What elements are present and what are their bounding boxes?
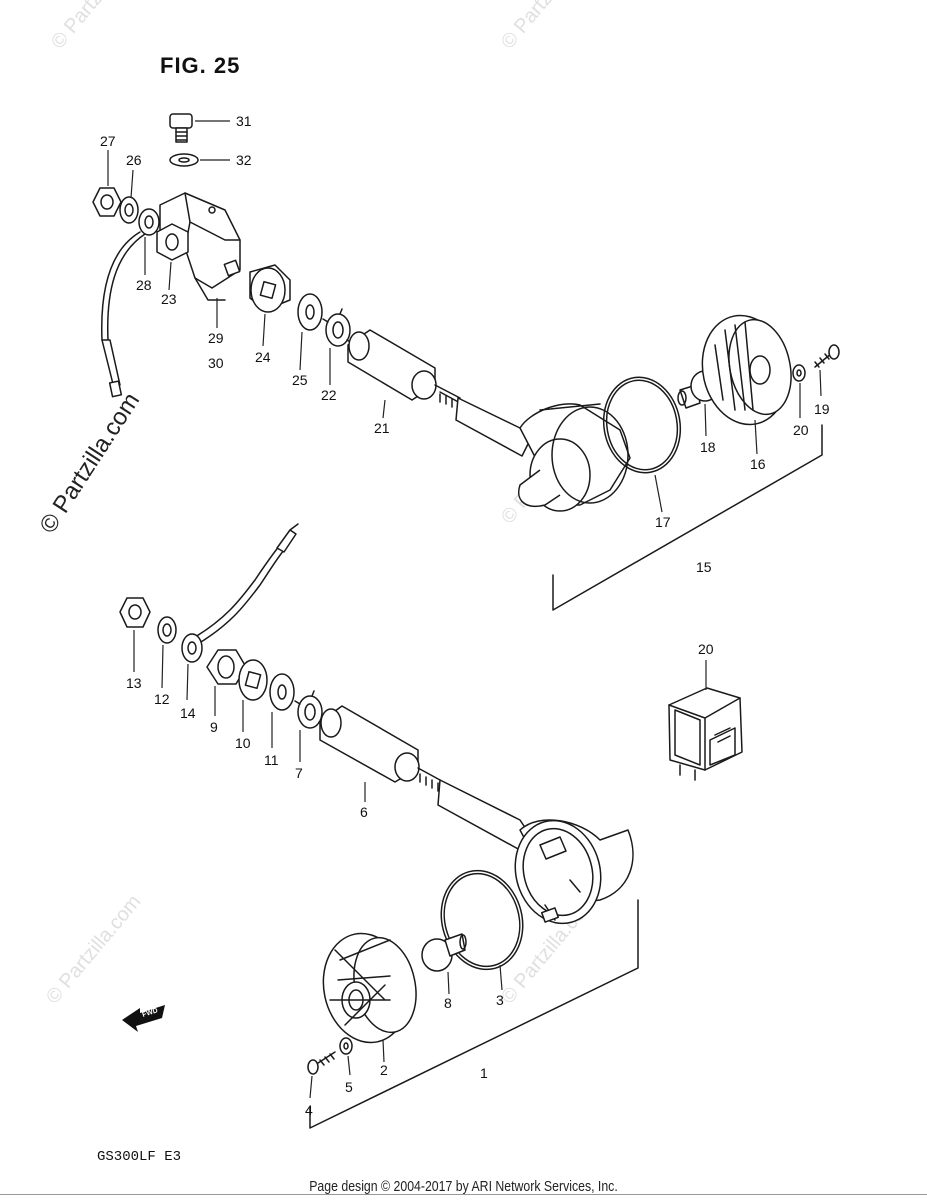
gasket-17	[602, 376, 682, 513]
stem-21	[347, 329, 531, 457]
damper-10	[238, 659, 268, 732]
callout-19: 19	[814, 401, 830, 417]
footer-copyright: Page design © 2004-2017 by ARI Network S…	[309, 1178, 618, 1195]
washer-11	[269, 673, 295, 748]
callout-17: 17	[655, 514, 671, 530]
washer-26	[119, 169, 139, 224]
callout-8: 8	[444, 995, 452, 1011]
callout-3: 3	[496, 992, 504, 1008]
watermark-faint: © Partzilla.com	[497, 0, 600, 53]
bulb-8	[421, 933, 467, 995]
callout-10: 10	[235, 735, 251, 751]
callout-27: 27	[100, 133, 116, 149]
nut-9	[206, 649, 247, 716]
callout-31: 31	[236, 113, 252, 129]
callout-22: 22	[321, 387, 337, 403]
callout-4: 4	[305, 1102, 313, 1118]
model-code: GS300LF E3	[97, 1149, 181, 1165]
washer-32	[169, 153, 230, 167]
lens-housing-lower	[514, 819, 634, 925]
assembly-bracket-15	[552, 424, 823, 611]
screw-4	[307, 1051, 336, 1099]
lens-2	[322, 932, 417, 1063]
callout-16: 16	[750, 456, 766, 472]
callout-29: 29	[208, 330, 224, 346]
washer-25	[297, 293, 323, 371]
callout-21: 21	[374, 420, 390, 436]
nut-27	[92, 150, 122, 217]
stem-6	[319, 705, 531, 851]
washer-5	[339, 1037, 353, 1076]
wire-terminal-28	[101, 208, 160, 398]
callout-20-upper: 20	[793, 422, 809, 438]
callout-20-relay: 20	[698, 641, 714, 657]
callout-32: 32	[236, 152, 252, 168]
callout-14: 14	[180, 705, 196, 721]
callout-11: 11	[264, 752, 279, 768]
washer-12	[157, 616, 177, 689]
callout-2: 2	[380, 1062, 388, 1078]
callout-1: 1	[480, 1065, 488, 1081]
callout-23: 23	[161, 291, 177, 307]
callout-15: 15	[696, 559, 712, 575]
damper-24	[249, 264, 291, 347]
lens-housing-upper	[518, 403, 631, 512]
callout-26: 26	[126, 152, 142, 168]
callout-18: 18	[700, 439, 716, 455]
callout-13: 13	[126, 675, 142, 691]
watermark-main: © Partzilla.com	[34, 388, 145, 538]
wire-terminal-14	[181, 523, 299, 701]
upper-turn-signal-assembly	[92, 113, 840, 611]
callout-25: 25	[292, 372, 308, 388]
callout-5: 5	[345, 1079, 353, 1095]
relay-20	[668, 660, 743, 781]
fwd-label: FWD	[141, 1007, 158, 1019]
washer-20-upper	[792, 364, 806, 418]
bolt-31	[169, 113, 230, 143]
callout-12: 12	[154, 691, 170, 707]
callout-24: 24	[255, 349, 271, 365]
gasket-3	[440, 869, 524, 991]
assembly-bracket-1	[309, 899, 639, 1129]
callout-labels: 31 32 27 26 28 23 29 30 24 25 22 21 17 1…	[100, 113, 830, 1118]
callout-30: 30	[208, 355, 224, 371]
callout-9: 9	[210, 719, 218, 735]
nut-13	[119, 597, 151, 672]
fwd-arrow-icon: FWD	[122, 1005, 165, 1032]
footer-divider	[0, 1194, 927, 1195]
lock-washer-7	[294, 690, 325, 762]
screw-19	[814, 344, 840, 397]
watermark-faint: © Partzilla.com	[42, 891, 145, 1008]
callout-6: 6	[360, 804, 368, 820]
lens-16	[701, 314, 792, 455]
callout-28: 28	[136, 277, 152, 293]
watermark-faint: © Partzilla.com	[47, 0, 150, 53]
callout-7: 7	[295, 765, 303, 781]
figure-title: FIG. 25	[160, 53, 240, 78]
lower-turn-signal-assembly	[119, 523, 639, 1129]
bracket-29	[156, 192, 241, 328]
